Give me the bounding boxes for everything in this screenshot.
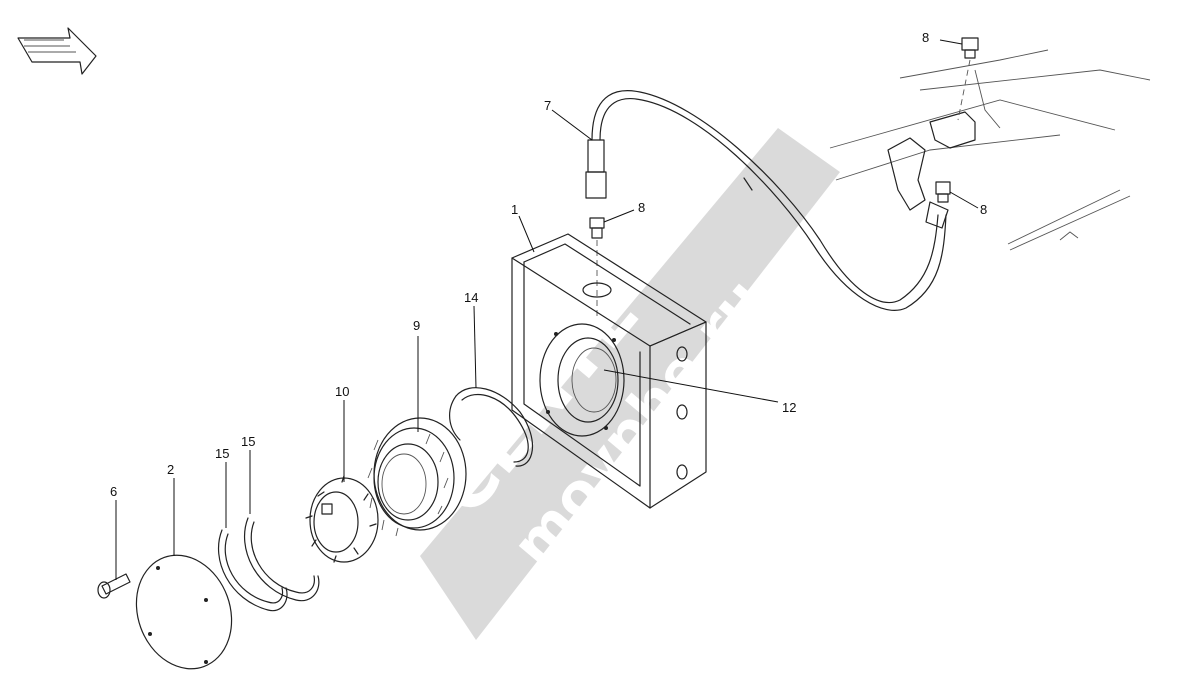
callout-8-center: 8 <box>638 200 645 215</box>
callout-15-front: 15 <box>215 446 229 461</box>
callout-6: 6 <box>110 484 117 499</box>
callout-14: 14 <box>464 290 478 305</box>
callout-8-right: 8 <box>980 202 987 217</box>
half-ring-front <box>217 529 288 612</box>
screw <box>97 573 131 599</box>
fitting-top-right <box>957 37 979 121</box>
callout-1: 1 <box>511 202 518 217</box>
callout-9: 9 <box>413 318 420 333</box>
callout-2: 2 <box>167 462 174 477</box>
hydraulic-hose <box>585 90 949 311</box>
machine-body-outline <box>829 49 1151 251</box>
cover-plate <box>135 554 233 670</box>
callout-15-back: 15 <box>241 434 255 449</box>
fitting-center <box>589 217 605 320</box>
ring-nut <box>305 475 379 563</box>
leader-lines <box>115 39 979 580</box>
watermark: CENTE movphe.ru <box>418 128 840 640</box>
callout-8-top: 8 <box>922 30 929 45</box>
callout-7: 7 <box>544 98 551 113</box>
direction-arrow-icon <box>17 27 97 75</box>
housing <box>511 233 707 509</box>
fitting-right <box>935 181 951 203</box>
snap-ring-14 <box>449 387 534 467</box>
callout-12: 12 <box>782 400 796 415</box>
half-ring-back <box>243 517 320 602</box>
callout-labels: 1 2 6 7 8 8 8 9 10 12 14 15 15 <box>110 30 987 499</box>
bearing <box>367 417 467 537</box>
callout-10: 10 <box>335 384 349 399</box>
